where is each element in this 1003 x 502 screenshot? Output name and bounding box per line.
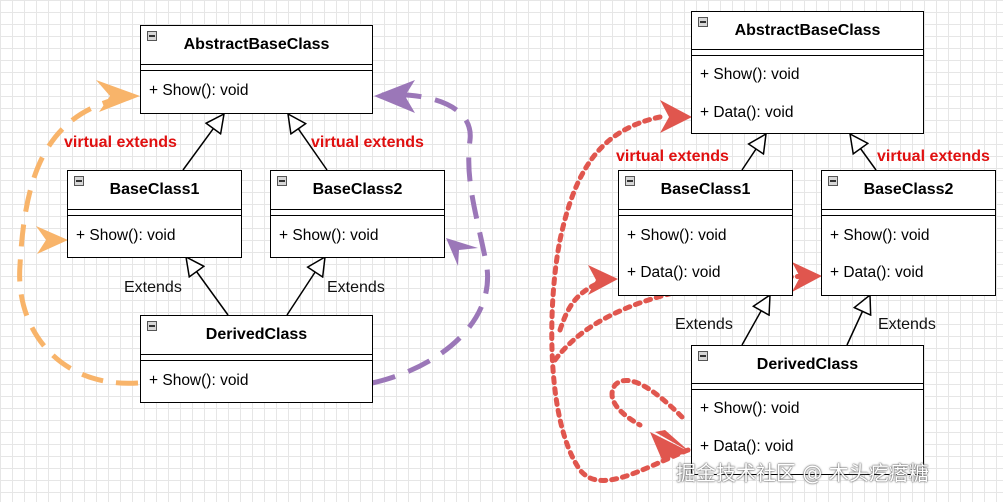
attributes-compartment [68,210,241,216]
virtual-extends-label: virtual extends [616,148,729,165]
class-name: BaseClass1 [109,181,200,198]
class-header: AbstractBaseClass [141,26,372,65]
collapse-icon[interactable] [277,176,287,186]
method-show: + Show(): void [627,227,727,244]
collapse-icon[interactable] [698,17,708,27]
left-base-class1-box[interactable]: BaseClass1 + Show(): void [67,170,242,258]
class-header: BaseClass1 [68,171,241,210]
class-header: BaseClass1 [619,171,792,210]
class-name: DerivedClass [756,356,859,373]
attributes-compartment [692,50,923,56]
inherit-edge-base2-to-abstract [288,114,328,171]
attributes-compartment [271,210,444,216]
collapse-icon[interactable] [147,321,157,331]
collapse-icon[interactable] [828,176,838,186]
watermark-text: 掘金技术社区 @ 木头疙瘩糖 [676,461,929,485]
inherit-edge-derived-to-base1 [186,257,229,316]
attributes-compartment [141,355,372,361]
class-header: BaseClass2 [271,171,444,210]
method-data: + Data(): void [700,438,794,455]
purple-dashed-arrow [371,80,490,386]
method-show: + Show(): void [279,227,379,244]
right-base-class1-box[interactable]: BaseClass1 + Show(): void + Data(): void [618,170,793,296]
right-base-class2-box[interactable]: BaseClass2 + Show(): void + Data(): void [821,170,996,296]
class-header: BaseClass2 [822,171,995,210]
left-derived-class-box[interactable]: DerivedClass + Show(): void [140,315,373,403]
collapse-icon[interactable] [147,31,157,41]
method-data: + Data(): void [700,104,794,121]
method-data: + Data(): void [830,264,924,281]
virtual-extends-label: virtual extends [64,134,177,151]
extends-label: Extends [327,279,385,296]
extends-label: Extends [124,279,182,296]
extends-label: Extends [878,316,936,333]
method-data: + Data(): void [627,264,721,281]
class-name: BaseClass2 [312,181,403,198]
left-abstract-base-class-box[interactable]: AbstractBaseClass + Show(): void [140,25,373,114]
virtual-extends-label: virtual extends [877,148,990,165]
class-header: DerivedClass [141,316,372,355]
left-inheritance-lines [182,114,328,316]
collapse-icon[interactable] [625,176,635,186]
class-name: BaseClass2 [863,181,954,198]
virtual-extends-label: virtual extends [311,134,424,151]
collapse-icon[interactable] [698,351,708,361]
method-show: + Show(): void [149,372,249,389]
inherit-edge-rbase1-to-abstract [741,134,766,171]
method-show: + Show(): void [700,400,800,417]
inherit-edge-rderived-to-base1 [741,295,770,346]
method-show: + Show(): void [700,66,800,83]
right-derived-class-box[interactable]: DerivedClass + Show(): void + Data(): vo… [691,345,924,475]
orange-dashed-arrow [17,80,140,386]
inherit-edge-rderived-to-base2 [846,295,870,346]
attributes-compartment [141,65,372,71]
class-header: DerivedClass [692,346,923,384]
right-abstract-base-class-box[interactable]: AbstractBaseClass + Show(): void + Data(… [691,11,924,134]
class-header: AbstractBaseClass [692,12,923,50]
attributes-compartment [692,384,923,390]
class-name: BaseClass1 [660,181,751,198]
extends-label: Extends [675,316,733,333]
inherit-edge-derived-to-base2 [286,257,325,316]
attributes-compartment [822,210,995,216]
method-show: + Show(): void [76,227,176,244]
attributes-compartment [619,210,792,216]
inherit-edge-rbase2-to-abstract [850,134,877,171]
red-arrowheads [588,100,822,460]
method-show: + Show(): void [149,82,249,99]
class-name: DerivedClass [205,326,308,343]
inherit-edge-base1-to-abstract [182,114,224,171]
class-name: AbstractBaseClass [183,36,330,53]
collapse-icon[interactable] [74,176,84,186]
method-show: + Show(): void [830,227,930,244]
right-inheritance-lines [741,134,877,346]
left-base-class2-box[interactable]: BaseClass2 + Show(): void [270,170,445,258]
class-name: AbstractBaseClass [734,22,881,39]
